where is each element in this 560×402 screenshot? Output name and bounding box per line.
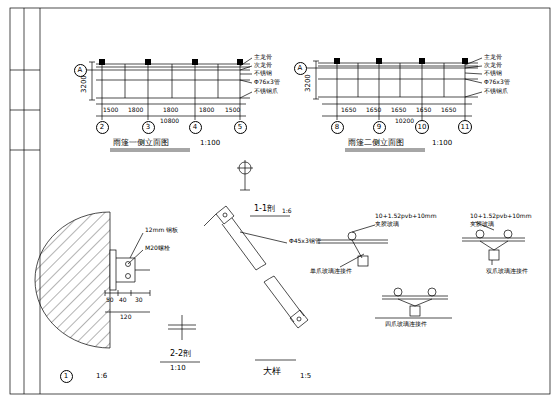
- wall-section: [30, 205, 150, 355]
- glass-fitting-single: [318, 232, 388, 267]
- tube-detail: [204, 206, 308, 360]
- axis-bubble: 4: [189, 121, 202, 134]
- scale: 1:10: [170, 365, 186, 372]
- axis-label: 1: [64, 373, 68, 380]
- axis-bubble: 10: [415, 120, 429, 134]
- part-name: 夹胶玻璃: [375, 221, 399, 227]
- axis-bubble: A: [74, 64, 87, 77]
- dimension: 1800: [163, 107, 178, 113]
- part-name: 主龙骨: [484, 54, 502, 60]
- glass-fitting-double: [462, 222, 525, 265]
- part-name: M20螺栓: [145, 245, 170, 251]
- axis-bubble: 5: [234, 121, 247, 134]
- axis-bubble: 3: [142, 121, 155, 134]
- axis-bubble: 9: [373, 121, 386, 134]
- dimension: 1650: [441, 107, 456, 113]
- dimension: 1500: [225, 107, 240, 113]
- axis-bubble: 11: [458, 120, 472, 134]
- note: 四爪玻璃连接件: [385, 321, 427, 327]
- axis-bubble: A: [294, 62, 307, 75]
- part-name: 次龙骨: [484, 62, 502, 68]
- part-name: 夹胶玻璃: [470, 221, 494, 227]
- axis-bubble: 1: [60, 370, 73, 383]
- sheet-frame: [10, 8, 550, 394]
- axis-label: 8: [335, 124, 339, 131]
- dimension: 40: [119, 297, 127, 303]
- scale: 1:6: [282, 208, 292, 214]
- part-name: 不锈钢: [484, 70, 502, 76]
- dimension: 1650: [416, 107, 431, 113]
- dimension: 1500: [103, 107, 118, 113]
- section-2-2: [160, 315, 200, 362]
- part-name: Φ45x3钢管: [289, 238, 321, 244]
- title-strip: [40, 8, 41, 394]
- scale: 1:5: [300, 373, 311, 380]
- dimension: 3200: [81, 75, 88, 93]
- part-name: 不锈钢爪: [484, 88, 508, 94]
- dimension: 120: [120, 314, 131, 320]
- elevation-left: [86, 58, 252, 151]
- axis-label: 3: [146, 124, 150, 131]
- dimension: 50: [106, 297, 114, 303]
- part-name: Φ76x3管: [484, 79, 510, 85]
- axis-label: 10: [418, 124, 427, 131]
- axis-label: 2: [100, 124, 104, 131]
- scale: 1:6: [96, 373, 107, 380]
- part-name: 不锈钢爪: [254, 88, 278, 94]
- axis-label: A: [298, 65, 303, 72]
- part-name: 10+1.52pvb+10mm: [470, 213, 532, 219]
- note: 单爪玻璃连接件: [310, 268, 352, 274]
- glass-fitting-four: [352, 225, 452, 318]
- note: 双爪玻璃连接件: [486, 268, 528, 274]
- part-name: 主龙骨: [254, 54, 272, 60]
- dimension: 30: [135, 297, 143, 303]
- part-name: 次龙骨: [254, 62, 272, 68]
- part-name: 10+1.52pvb+10mm: [375, 213, 437, 219]
- dimension: 1650: [341, 107, 356, 113]
- axis-bubble: 8: [331, 121, 344, 134]
- section-title: 2-2剖: [170, 350, 191, 358]
- axis-label: 9: [377, 124, 381, 131]
- dimension: 1650: [366, 107, 381, 113]
- axis-label: 4: [193, 124, 197, 131]
- view-title: 雨篷一侧立面图: [113, 139, 169, 147]
- part-name: 不锈钢: [254, 70, 272, 76]
- dimension: 10200: [395, 118, 414, 124]
- elevation-right: [306, 58, 482, 151]
- dimension: 1800: [128, 107, 143, 113]
- axis-bubble: 2: [96, 121, 109, 134]
- dimension: 1650: [391, 107, 406, 113]
- axis-label: 11: [461, 124, 470, 131]
- dimension: 3200: [305, 74, 312, 92]
- part-name: Φ76x3管: [254, 79, 280, 85]
- section-title: 1-1剖: [254, 205, 275, 213]
- view-title: 雨篷二侧立面图: [348, 139, 404, 147]
- axis-label: A: [78, 67, 83, 74]
- part-name: 12mm 钢板: [145, 227, 178, 233]
- dimension: 1800: [199, 107, 214, 113]
- axis-label: 5: [238, 124, 242, 131]
- detail-title: 大样: [263, 367, 281, 376]
- dimension: 10800: [160, 118, 179, 124]
- scale: 1:100: [200, 140, 220, 147]
- scale: 1:100: [432, 140, 452, 147]
